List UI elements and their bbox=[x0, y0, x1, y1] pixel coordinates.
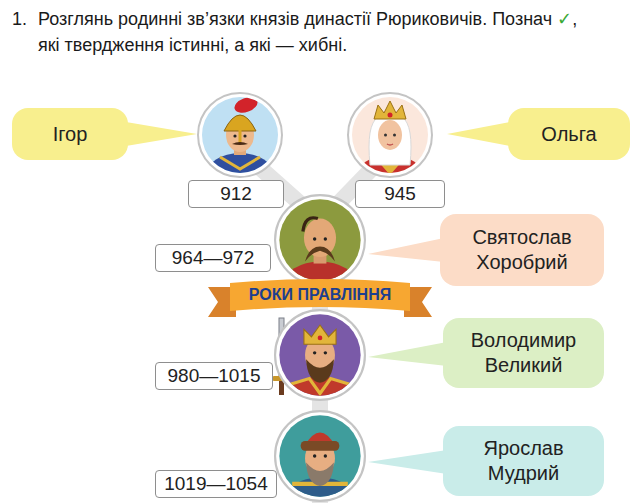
task-title: Розглянь родинні зв’язки князів династії… bbox=[38, 6, 598, 58]
name-callout: Святослав Хоробрий bbox=[440, 214, 604, 286]
prince-name: Ольга bbox=[541, 122, 596, 147]
portrait-volodymyr bbox=[275, 310, 365, 423]
reign-years: 980—1015 bbox=[168, 365, 261, 387]
name-callout: Ігор bbox=[12, 108, 128, 160]
portrait-yaroslav bbox=[275, 411, 365, 503]
reign-years: 945 bbox=[384, 183, 416, 205]
reign-years: 1019—1054 bbox=[164, 473, 268, 495]
name-callout: Ольга bbox=[508, 108, 630, 160]
reign-year-box: 1019—1054 bbox=[155, 470, 277, 498]
reign-years: 912 bbox=[220, 183, 252, 205]
reign-year-box: 980—1015 bbox=[155, 362, 273, 390]
ribbon-band: РОКИ ПРАВЛІННЯ bbox=[230, 279, 410, 311]
reign-years: 964—972 bbox=[172, 247, 254, 269]
name-callout: Ярослав Мудрий bbox=[443, 426, 604, 496]
prince-name: Володимир Великий bbox=[453, 328, 594, 378]
reign-year-box: 912 bbox=[188, 180, 284, 208]
name-callout: Володимир Великий bbox=[443, 318, 604, 388]
prince-name: Ярослав Мудрий bbox=[453, 436, 594, 486]
ribbon-text: РОКИ ПРАВЛІННЯ bbox=[249, 284, 391, 306]
prince-name: Ігор bbox=[53, 122, 88, 147]
task-number: 1. bbox=[12, 6, 27, 32]
reign-year-box: 964—972 bbox=[155, 244, 271, 272]
reign-year-box: 945 bbox=[355, 180, 445, 208]
prince-name: Святослав Хоробрий bbox=[450, 225, 594, 275]
